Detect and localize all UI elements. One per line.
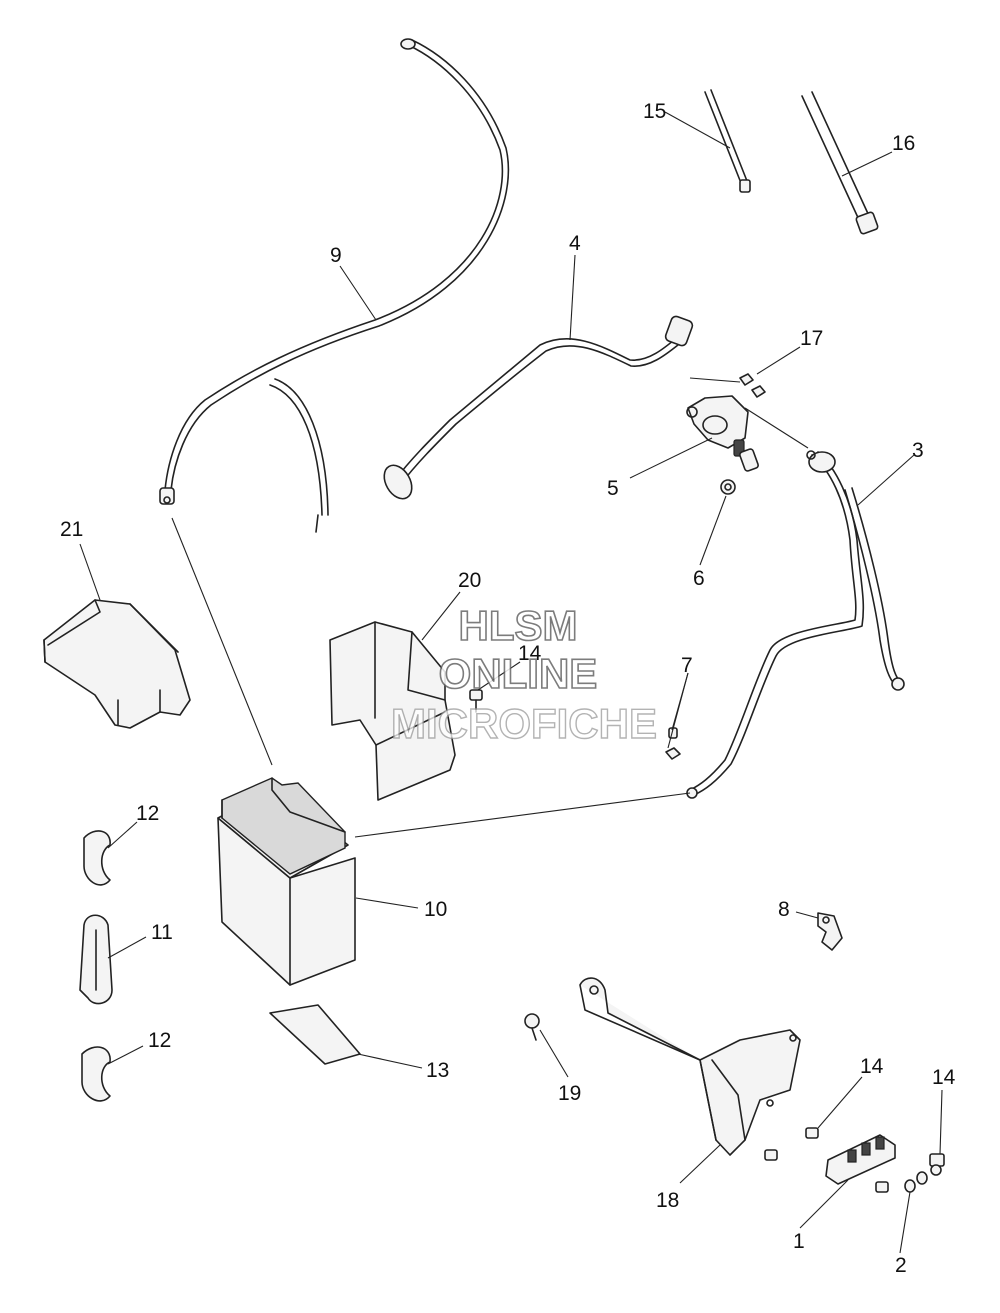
bolt-14-b xyxy=(805,1127,819,1139)
callout-1: 1 xyxy=(793,1230,805,1253)
tie-strap-15 xyxy=(704,89,751,193)
bolt-7 xyxy=(665,727,681,760)
callout-14-a: 14 xyxy=(518,642,542,665)
bolt-near-terminal xyxy=(875,1181,889,1193)
clip-12-top xyxy=(83,830,111,886)
callout-16: 16 xyxy=(892,132,915,155)
callout-10: 10 xyxy=(424,898,447,921)
clip-12-bottom xyxy=(81,1046,111,1102)
callout-8: 8 xyxy=(778,898,790,921)
tie-strap-16 xyxy=(801,91,879,235)
callouts: 15 16 4 9 17 3 5 21 6 20 14 7 12 10 8 11… xyxy=(60,100,956,1277)
callout-21: 21 xyxy=(60,518,83,541)
clamp-8 xyxy=(817,912,843,951)
positive-cable-4 xyxy=(383,315,694,500)
callout-18: 18 xyxy=(656,1189,679,1212)
battery-cable-9 xyxy=(159,38,510,533)
bolt-14-c xyxy=(929,1153,945,1176)
mounting-bracket-18 xyxy=(579,977,801,1156)
battery-cover-21 xyxy=(43,599,191,729)
pad-13 xyxy=(269,1004,361,1065)
screw-19 xyxy=(524,1013,540,1041)
strap-11 xyxy=(79,914,113,1005)
callout-12-bottom: 12 xyxy=(148,1029,171,1052)
leader-lines xyxy=(79,111,943,1254)
bolt-near-bracket xyxy=(764,1149,778,1161)
terminal-block-1 xyxy=(825,1134,896,1185)
nuts-17 xyxy=(739,373,766,398)
nut-6 xyxy=(720,479,736,495)
watermark: HLSM ONLINE MICROFICHE xyxy=(390,601,657,748)
watermark-line-1: HLSM xyxy=(459,602,578,649)
battery-10 xyxy=(217,777,356,986)
watermark-line-3: MICROFICHE xyxy=(391,700,657,747)
callout-3: 3 xyxy=(912,439,924,462)
callout-13: 13 xyxy=(426,1059,449,1082)
callout-14-b: 14 xyxy=(860,1055,884,1078)
solenoid-5 xyxy=(686,395,759,472)
callout-9: 9 xyxy=(330,244,342,267)
callout-15: 15 xyxy=(643,100,666,123)
callout-2: 2 xyxy=(895,1254,907,1277)
negative-cable-3 xyxy=(686,450,905,799)
battery-bracket-20 xyxy=(329,621,456,801)
callout-12-top: 12 xyxy=(136,802,159,825)
bolt-14-a xyxy=(469,689,483,713)
watermark-line-2: ONLINE xyxy=(439,650,598,697)
callout-14-c: 14 xyxy=(932,1066,956,1089)
callout-20: 20 xyxy=(458,569,481,592)
callout-6: 6 xyxy=(693,567,705,590)
callout-19: 19 xyxy=(558,1082,581,1105)
callout-11: 11 xyxy=(151,921,173,944)
callout-7: 7 xyxy=(681,654,693,677)
callout-17: 17 xyxy=(800,327,823,350)
washers-2 xyxy=(904,1171,928,1193)
callout-4: 4 xyxy=(569,232,581,255)
callout-5: 5 xyxy=(607,477,619,500)
